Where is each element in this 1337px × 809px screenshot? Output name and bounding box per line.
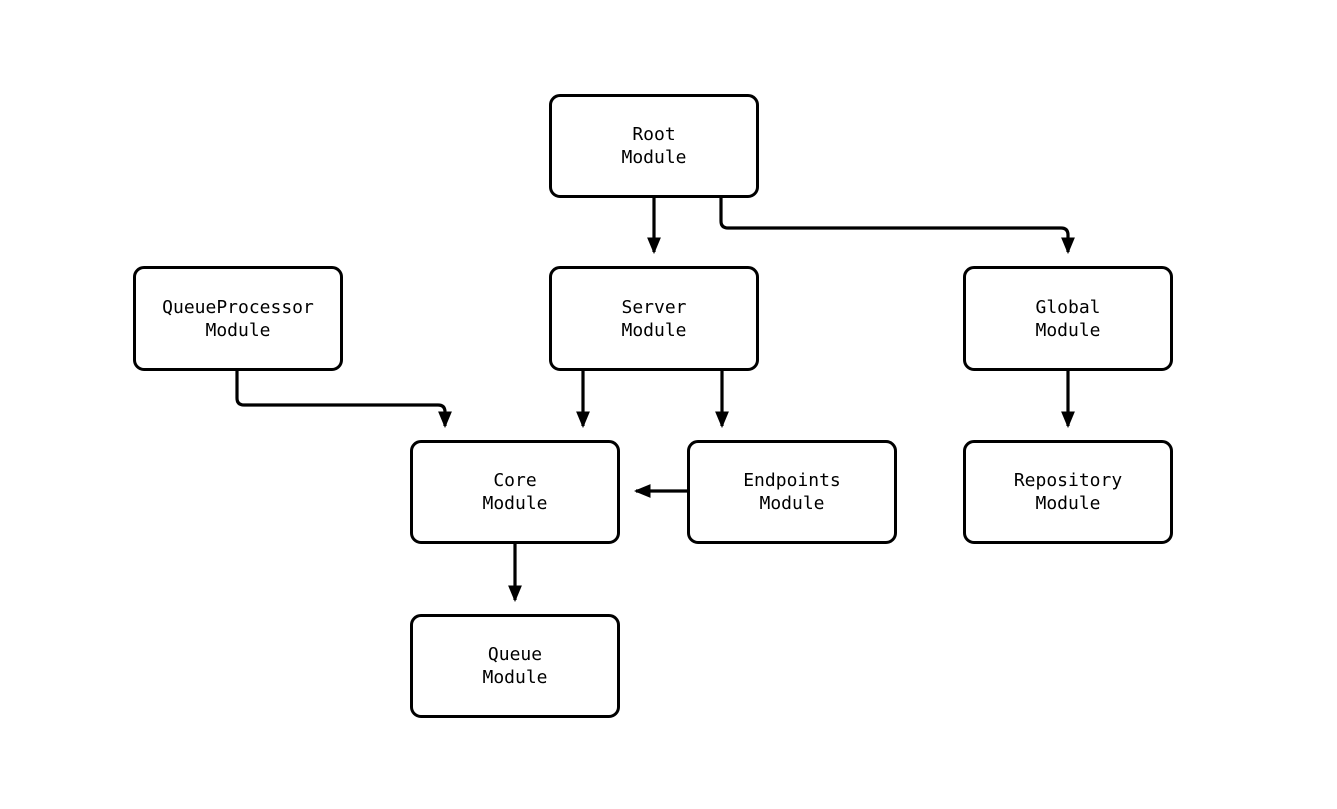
node-queue-module-line1: Queue <box>487 644 543 665</box>
edge-queueprocessor-to-core <box>235 371 452 429</box>
node-server-module-line1: Server <box>621 296 687 318</box>
node-server-module-line2: Module <box>621 319 687 341</box>
node-queue-module[interactable]: Queue Module <box>410 614 620 718</box>
node-endpoints-module-line1: Endpoints <box>743 470 841 491</box>
node-endpoints-module[interactable]: Endpoints Module <box>687 440 897 544</box>
node-endpoints-module-line2: Module <box>759 493 825 514</box>
node-repository-module[interactable]: Repository Module <box>963 440 1173 544</box>
node-queue-module-line2: Module <box>482 667 548 688</box>
node-repository-module-line2: Module <box>1035 493 1101 514</box>
node-server-module[interactable]: Server Module <box>549 266 759 371</box>
node-core-module[interactable]: Core Module <box>410 440 620 544</box>
node-root-module[interactable]: Root Module <box>549 94 759 198</box>
node-queueprocessor-module[interactable]: QueueProcessor Module <box>133 266 343 371</box>
node-queueprocessor-module-line2: Module <box>205 319 271 341</box>
node-global-module-line1: Global <box>1035 296 1101 318</box>
node-global-module-line2: Module <box>1035 319 1101 341</box>
node-queueprocessor-module-line1: QueueProcessor <box>162 296 314 318</box>
node-global-module[interactable]: Global Module <box>963 266 1173 371</box>
node-root-module-line1: Root <box>632 124 676 145</box>
node-core-module-line1: Core <box>493 470 537 491</box>
node-root-module-line2: Module <box>621 147 687 168</box>
node-repository-module-line1: Repository <box>1013 470 1123 491</box>
edge-root-to-global <box>719 198 1075 255</box>
node-core-module-line2: Module <box>482 493 548 514</box>
